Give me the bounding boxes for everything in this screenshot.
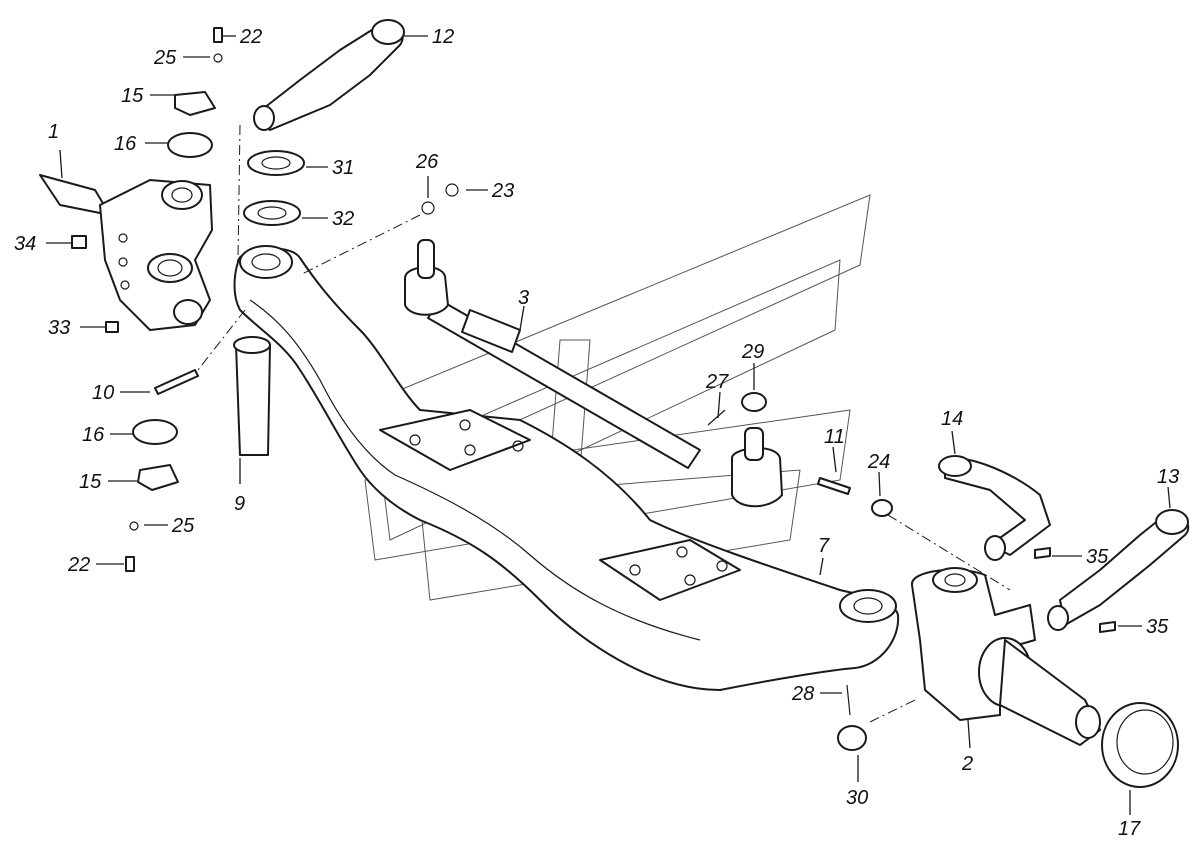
bearing-ring <box>1101 702 1179 788</box>
assembly-lines <box>197 124 1011 723</box>
callout-15-top: 15 <box>121 85 144 107</box>
callout-27: 27 <box>705 371 729 393</box>
callout-23: 23 <box>491 180 514 202</box>
callout-28: 28 <box>791 683 814 705</box>
callout-labels: 1 2 3 7 9 10 11 12 13 14 15 15 16 16 17 … <box>14 26 1179 840</box>
steering-arm-middle <box>938 455 1051 561</box>
callout-32: 32 <box>332 208 354 230</box>
callout-9: 9 <box>234 493 245 515</box>
callout-26: 26 <box>415 151 439 173</box>
callout-7: 7 <box>818 535 830 557</box>
left-steering-knuckle <box>39 174 213 331</box>
callout-leaders <box>46 35 1171 815</box>
king-pin-and-hardware <box>71 27 1116 751</box>
callout-22-top: 22 <box>239 26 262 48</box>
callout-25-top: 25 <box>153 47 177 69</box>
callout-16-top: 16 <box>114 133 137 155</box>
callout-12: 12 <box>432 26 454 48</box>
callout-29: 29 <box>741 341 764 363</box>
callout-13: 13 <box>1157 466 1179 488</box>
callout-35-lower: 35 <box>1146 616 1169 638</box>
steering-arm-right <box>1047 509 1190 631</box>
callout-24: 24 <box>867 451 890 473</box>
callout-15-bottom: 15 <box>79 471 102 493</box>
callout-16-bottom: 16 <box>82 424 105 446</box>
callout-31: 31 <box>332 157 354 179</box>
axle-beam <box>233 245 900 691</box>
callout-25-bottom: 25 <box>171 515 195 537</box>
steering-arm-top <box>253 19 405 131</box>
callout-3: 3 <box>518 287 529 309</box>
callout-11: 11 <box>824 426 845 448</box>
callout-33: 33 <box>48 317 70 339</box>
callout-14: 14 <box>941 408 963 430</box>
tie-rod-assembly <box>404 239 783 508</box>
callout-2: 2 <box>961 753 973 775</box>
callout-34: 34 <box>14 233 36 255</box>
right-steering-knuckle <box>911 567 1101 746</box>
callout-1: 1 <box>48 121 59 143</box>
callout-10: 10 <box>92 382 114 404</box>
callout-30: 30 <box>846 787 868 809</box>
callout-17: 17 <box>1118 818 1141 840</box>
callout-22-bottom: 22 <box>67 554 90 576</box>
callout-35-upper: 35 <box>1086 546 1109 568</box>
